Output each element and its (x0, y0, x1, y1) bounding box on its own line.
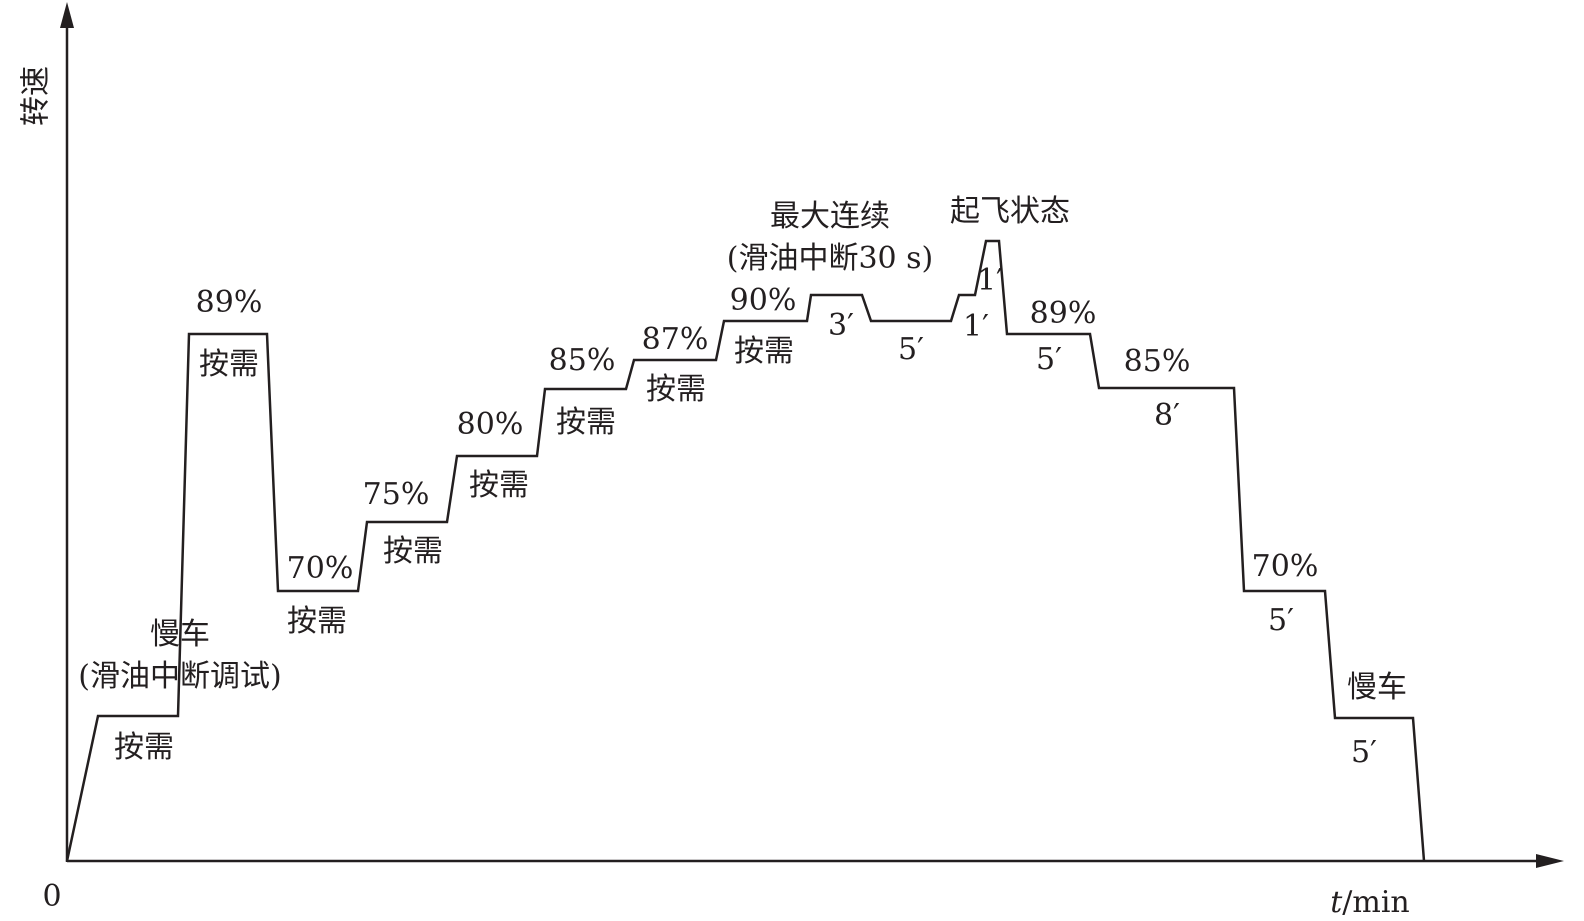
label-85-demand: 按需 (556, 405, 616, 440)
x-axis-label-var: t (1330, 885, 1343, 920)
label-max-cont-title: 最大连续 (770, 199, 890, 234)
label-duration-3: 3′ (828, 308, 854, 343)
x-axis-arrow (1536, 854, 1564, 868)
label-87-top: 87% (642, 322, 709, 357)
label-duration-5c: 5′ (1268, 603, 1294, 638)
label-90-top: 90% (730, 283, 797, 318)
label-takeoff-title: 起飞状态 (950, 194, 1070, 229)
label-max-cont-sub: (滑油中断30 s) (727, 241, 934, 276)
label-80-demand: 按需 (469, 468, 529, 503)
origin-label: 0 (42, 879, 61, 914)
y-axis-label: 转速 (19, 66, 54, 126)
label-70-top: 70% (287, 551, 354, 586)
label-manqe-title: 慢车 (150, 617, 210, 652)
label-87-demand: 按需 (646, 372, 706, 407)
label-manqe-end-title: 慢车 (1347, 670, 1407, 705)
label-duration-5b: 5′ (1036, 342, 1062, 377)
label-89b-top: 89% (1030, 296, 1097, 331)
x-axis-label: t/min (1330, 885, 1410, 920)
speed-profile-line (65, 239, 1426, 862)
y-axis-arrow (60, 2, 74, 28)
label-75-demand: 按需 (383, 534, 443, 569)
label-89-top: 89% (196, 285, 263, 320)
label-85-top: 85% (549, 343, 616, 378)
label-75-top: 75% (363, 477, 430, 512)
label-duration-5d: 5′ (1351, 735, 1377, 770)
label-manqe-sub: (滑油中断调试) (78, 659, 281, 694)
label-90-demand: 按需 (734, 334, 794, 369)
label-80-top: 80% (457, 407, 524, 442)
label-70b-top: 70% (1252, 549, 1319, 584)
x-axis-label-unit: /min (1342, 885, 1409, 920)
label-85b-top: 85% (1124, 344, 1191, 379)
label-89-demand: 按需 (199, 347, 259, 382)
label-duration-5a: 5′ (898, 332, 924, 367)
label-duration-1-top: 1′ (977, 263, 1003, 298)
label-duration-8: 8′ (1154, 398, 1180, 433)
label-duration-1-bottom: 1′ (963, 309, 989, 344)
label-70-demand: 按需 (287, 604, 347, 639)
label-manqe-demand: 按需 (114, 730, 174, 765)
